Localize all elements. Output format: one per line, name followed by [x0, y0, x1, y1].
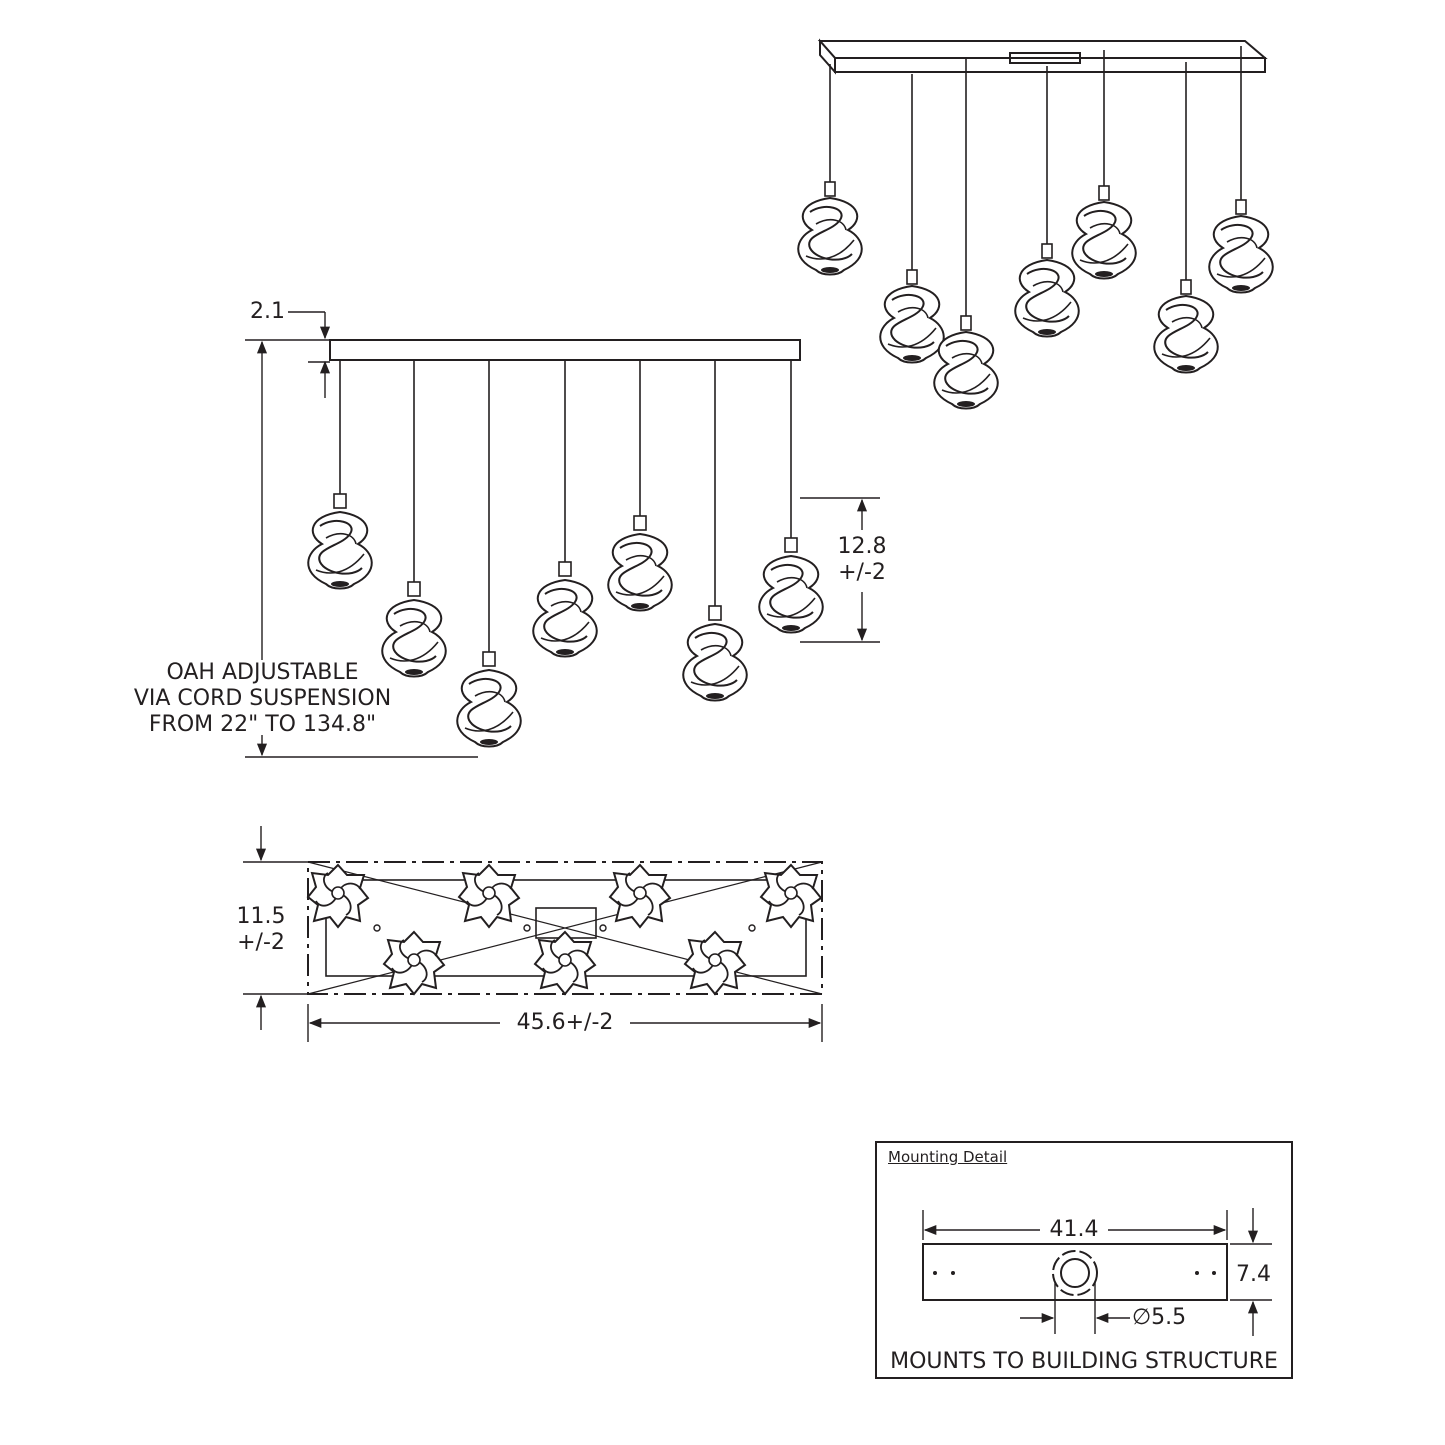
mounting-plate — [922, 1243, 1228, 1301]
dim-mount-width — [1230, 1208, 1272, 1336]
mounting-detail-frame — [875, 1141, 1293, 1379]
mounting-hole-inner — [1060, 1258, 1090, 1288]
plan-depth-label: 11.5 +/-2 — [226, 904, 296, 956]
mounting-hole-outer — [1052, 1250, 1098, 1296]
plan-holes — [373, 924, 756, 932]
iso-pendants — [824, 46, 1247, 331]
canopy-thickness-label: 2.1 — [250, 299, 285, 324]
plan-view — [243, 826, 823, 1042]
mounting-detail-title: Mounting Detail — [888, 1148, 1008, 1166]
plan-depth-tolerance: +/-2 — [237, 930, 285, 955]
elevation-pendants — [333, 360, 798, 667]
dim-oah — [245, 339, 478, 758]
iso-canopy-top — [817, 40, 1268, 59]
iso-canopy-front — [834, 57, 1266, 73]
pendant-height-value: 12.8 — [837, 534, 887, 559]
mounting-footer: MOUNTS TO BUILDING STRUCTURE — [890, 1349, 1278, 1374]
oah-note: OAH ADJUSTABLE VIA CORD SUSPENSION FROM … — [110, 660, 415, 738]
plan-length-label: 45.6+/-2 — [516, 1010, 614, 1035]
oah-note-line-2: VIA CORD SUSPENSION — [133, 686, 392, 711]
dim-pendant-height — [800, 497, 880, 643]
elevation-view — [245, 311, 880, 758]
oah-note-line-1: OAH ADJUSTABLE — [166, 660, 359, 685]
oah-note-line-3: FROM 22" TO 134.8" — [148, 712, 377, 737]
iso-shades — [797, 197, 1274, 410]
diameter-symbol-icon: ∅ — [1132, 1305, 1152, 1330]
isometric-view — [797, 38, 1274, 410]
dim-plan-depth — [243, 826, 308, 1030]
dim-canopy-thickness — [288, 311, 331, 398]
mounting-detail — [875, 1141, 1293, 1379]
dim-mount-length — [922, 1210, 1228, 1240]
mount-width-label: 7.4 — [1236, 1262, 1271, 1287]
pendant-height-label: 12.8 +/-2 — [828, 534, 896, 586]
dim-plan-length — [307, 1004, 823, 1042]
iso-junction-box — [1009, 52, 1081, 64]
elevation-canopy — [329, 339, 801, 361]
mount-diameter-label: ∅5.5 — [1132, 1305, 1186, 1331]
plan-depth-value: 11.5 — [236, 904, 286, 929]
mount-diameter-value: 5.5 — [1151, 1305, 1187, 1330]
mounting-plate-holes — [933, 1271, 1216, 1275]
dim-mount-diameter — [1020, 1282, 1130, 1334]
pendant-height-tolerance: +/-2 — [838, 560, 886, 585]
mount-length-label: 41.4 — [1049, 1217, 1099, 1242]
